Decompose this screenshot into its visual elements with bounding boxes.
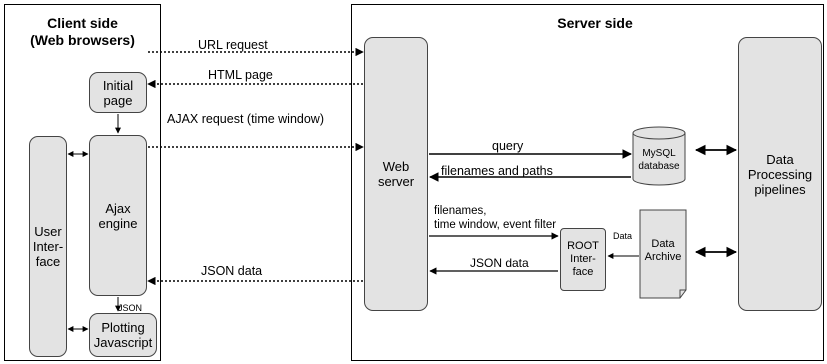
mysql-database-label: MySQL database xyxy=(638,148,680,172)
plotting-javascript-box: Plotting Javascript xyxy=(89,313,157,357)
root-interface-box: ROOT Inter- face xyxy=(560,228,606,291)
mysql-database-cylinder xyxy=(632,126,686,186)
ajax-request-label: AJAX request (time window) xyxy=(167,112,325,126)
initial-page-box: Initial page xyxy=(89,72,147,113)
data-processing-pipelines-box: Data Processing pipelines xyxy=(738,37,822,311)
json-small-label: JSON xyxy=(118,303,143,313)
data-archive-document xyxy=(639,209,687,299)
filenames-paths-label: filenames and paths xyxy=(441,164,553,178)
json-data-server-label: JSON data xyxy=(470,256,529,270)
json-data-client-label: JSON data xyxy=(201,264,263,278)
filenames-time-window-label: filenames, time window, event filter xyxy=(434,205,557,231)
data-small-label: Data xyxy=(613,231,633,241)
data-archive-label: Data Archive xyxy=(644,238,682,263)
client-side-title: Client side (Web browsers) xyxy=(30,15,135,48)
url-request-label: URL request xyxy=(198,38,268,52)
html-page-label: HTML page xyxy=(208,68,273,82)
web-server-box: Web server xyxy=(364,37,428,311)
ajax-engine-box: Ajax engine xyxy=(89,135,147,296)
user-interface-box: User Inter- face xyxy=(29,136,67,357)
server-side-title: Server side xyxy=(557,15,633,31)
query-label: query xyxy=(492,139,524,153)
